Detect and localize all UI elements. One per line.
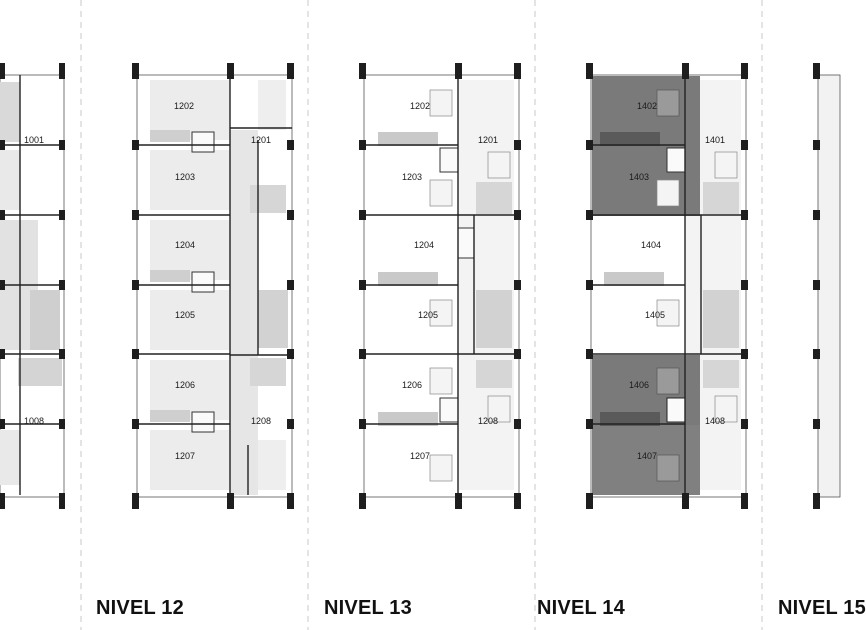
plan-nivel-14 <box>586 63 748 509</box>
unit-label: 1203 <box>402 172 422 182</box>
highlight-unit-1407 <box>592 425 700 495</box>
unit-label: 1204 <box>414 240 434 250</box>
unit-label: 1404 <box>641 240 661 250</box>
unit-label: 1008 <box>24 416 44 426</box>
unit-label: 1204 <box>175 240 195 250</box>
unit-label: 1208 <box>251 416 271 426</box>
unit-label: 1408 <box>705 416 725 426</box>
unit-label: 1201 <box>251 135 271 145</box>
unit-label: 1201 <box>478 135 498 145</box>
unit-labels-left-partial: 1001 1008 <box>24 135 44 426</box>
plan-left-partial <box>0 63 65 509</box>
unit-label: 1205 <box>175 310 195 320</box>
unit-label: 1202 <box>410 101 430 111</box>
level-title-nivel-14: NIVEL 14 <box>537 597 625 619</box>
unit-label: 1206 <box>402 380 422 390</box>
unit-label: 1001 <box>24 135 44 145</box>
unit-label: 1206 <box>175 380 195 390</box>
unit-label: 1401 <box>705 135 725 145</box>
unit-labels-nivel-13: 1202 1201 1203 1204 1205 1206 1208 1207 <box>402 101 498 461</box>
unit-label: 1205 <box>418 310 438 320</box>
unit-label: 1202 <box>174 101 194 111</box>
level-title-nivel-13: NIVEL 13 <box>324 597 412 619</box>
column-dividers <box>80 0 763 630</box>
unit-label: 1405 <box>645 310 665 320</box>
plan-nivel-13 <box>359 63 521 509</box>
plan-right-partial <box>813 63 841 509</box>
unit-label: 1407 <box>637 451 657 461</box>
plan-nivel-12 <box>132 63 294 509</box>
unit-label: 1208 <box>478 416 498 426</box>
level-title-nivel-15: NIVEL 15 <box>778 597 866 619</box>
floor-plans-drawing: 1001 1008 1202 1201 1203 1204 1205 1206 … <box>0 0 841 630</box>
unit-label: 1403 <box>629 172 649 182</box>
unit-label: 1406 <box>629 380 649 390</box>
unit-label: 1402 <box>637 101 657 111</box>
unit-label: 1207 <box>410 451 430 461</box>
level-title-nivel-12: NIVEL 12 <box>96 597 184 619</box>
unit-label: 1203 <box>175 172 195 182</box>
unit-labels-nivel-14: 1402 1401 1403 1404 1405 1406 1408 1407 <box>629 101 725 461</box>
unit-label: 1207 <box>175 451 195 461</box>
unit-labels-nivel-12: 1202 1201 1203 1204 1205 1206 1208 1207 <box>174 101 271 461</box>
